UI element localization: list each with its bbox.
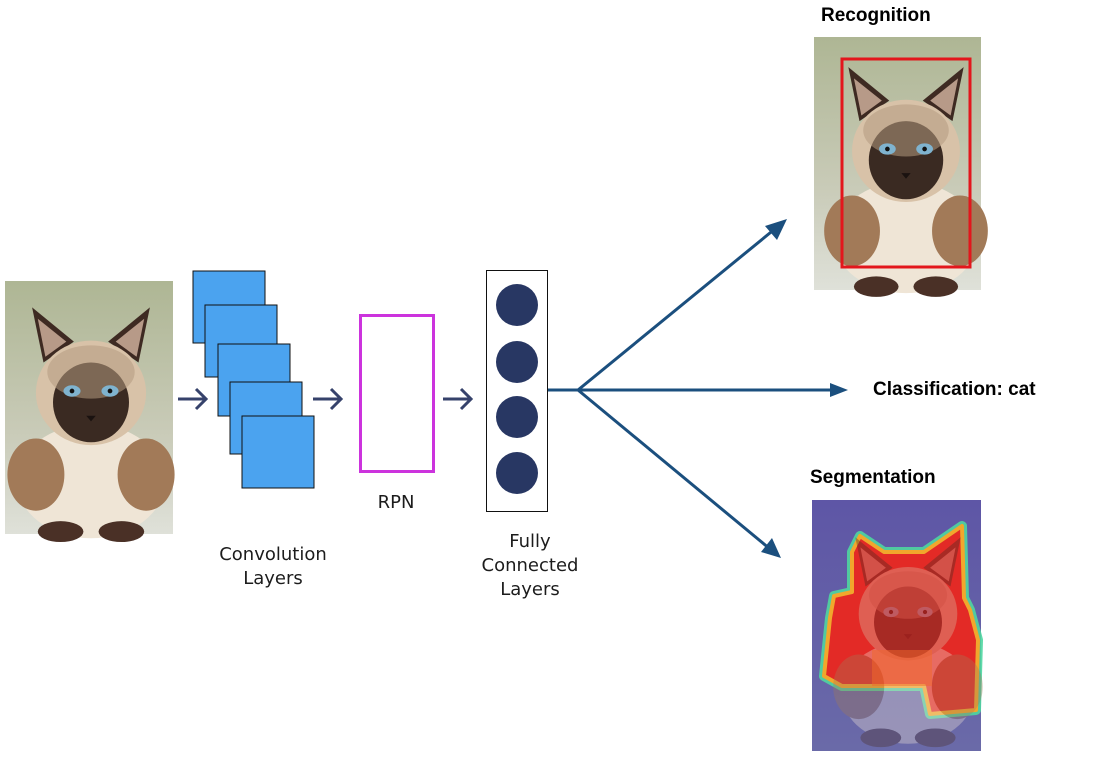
recognition-label: Recognition <box>821 5 931 26</box>
classification-label: Classification: cat <box>873 379 1036 400</box>
rpn-label: RPN <box>377 492 415 513</box>
bounding-box <box>840 57 972 269</box>
fully-connected-label: Fully Connected Layers <box>481 531 579 600</box>
recognition-cat-image <box>814 37 988 297</box>
convolution-layers-label: Convolution Layers <box>219 544 327 589</box>
neuron <box>496 341 538 383</box>
segmentation-label: Segmentation <box>810 467 936 488</box>
neuron <box>496 452 538 494</box>
segmentation-cat-image <box>812 500 983 751</box>
neuron <box>496 284 538 326</box>
neuron <box>496 396 538 438</box>
rpn-box <box>359 314 435 473</box>
input-cat-image <box>5 281 175 543</box>
convolution-layers-stack <box>192 270 315 489</box>
arrow-right-icon <box>313 387 344 411</box>
arrow-right-icon <box>443 387 474 411</box>
arrow-right-icon <box>178 387 209 411</box>
fully-connected-box <box>486 270 548 512</box>
